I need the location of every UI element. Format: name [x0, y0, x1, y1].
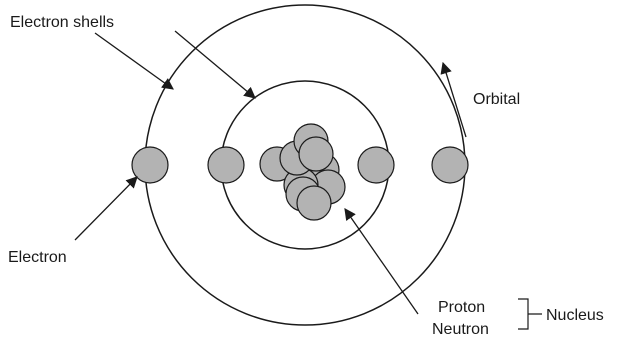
- nucleus: [259, 123, 346, 221]
- electron-inner-right: [357, 146, 395, 184]
- electron-pointer: [74, 176, 138, 241]
- electron-shells-label: Electron shells: [10, 14, 114, 31]
- orbital-arrow: [440, 61, 467, 138]
- nucleus-pointer: [344, 208, 419, 315]
- electron-shells-pointer-outer: [94, 32, 174, 90]
- neutron-label: Neutron: [432, 321, 489, 338]
- proton-label: Proton: [438, 299, 485, 316]
- nucleus-particle: [298, 136, 334, 172]
- electron-shells-pointer-inner: [174, 30, 256, 99]
- electron-inner-left: [207, 146, 245, 184]
- nucleus-label: Nucleus: [546, 307, 604, 324]
- electron-label: Electron: [8, 249, 67, 266]
- nucleus-bracket: [518, 298, 542, 330]
- electron-outer-right: [431, 146, 469, 184]
- nucleus-particle: [296, 185, 332, 221]
- electron-outer-left: [131, 146, 169, 184]
- orbital-label: Orbital: [473, 91, 520, 108]
